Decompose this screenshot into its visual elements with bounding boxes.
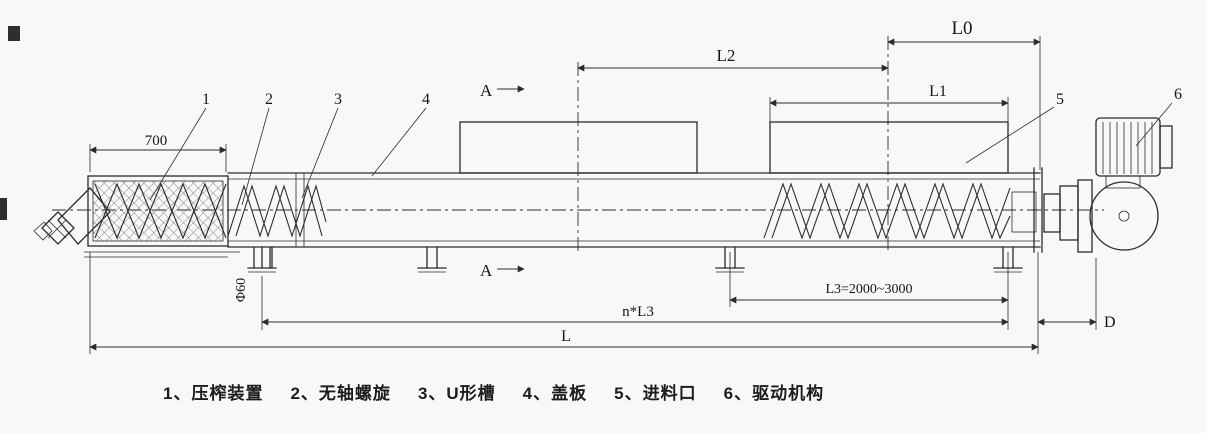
part-callout-3: 3 [301, 91, 342, 199]
discharge-chute-flange [41, 211, 75, 245]
part-callout-1: 1 [149, 91, 210, 201]
legend-item-4: 4、盖板 [522, 384, 588, 403]
dim-l1: L1 [769, 83, 1009, 122]
dim-700-label: 700 [145, 133, 168, 149]
motor-body [1095, 117, 1161, 177]
part-number-4: 4 [422, 91, 430, 108]
press-device [87, 175, 229, 247]
shaft-step [1043, 193, 1061, 233]
gearbox-flange [1077, 179, 1093, 253]
shaftless-screw-left [227, 184, 327, 238]
discharge-chute-body [57, 187, 111, 245]
dim-l1-label: L1 [929, 83, 947, 100]
part-callout-6: 6 [1135, 86, 1182, 147]
part-number-6: 6 [1174, 86, 1182, 103]
dim-nl3: n*L3 [261, 276, 1009, 330]
dim-d: D [1037, 258, 1116, 331]
motor-fins [1102, 122, 1153, 174]
discharge-chute [33, 187, 111, 245]
press-screw-spiral [94, 182, 227, 240]
leader-line [241, 107, 270, 206]
leader-line [301, 107, 339, 199]
support-leg [417, 246, 447, 273]
part-callout-4: 4 [371, 91, 430, 177]
legend-item-2: 2、无轴螺旋 [290, 384, 391, 403]
feed-inlet-box [769, 121, 1009, 174]
dim-700: 700 [89, 133, 227, 172]
dim-nl3-label: n*L3 [622, 304, 654, 320]
dim-l2: L2 [577, 46, 889, 72]
feed-inlet [769, 121, 1009, 174]
discharge-end-cap [33, 221, 53, 241]
leader-line [149, 107, 207, 201]
screw-end-bearing-block [1011, 191, 1037, 233]
dim-l: L [89, 252, 1039, 354]
cover-plate [459, 121, 698, 174]
leader-line [1135, 102, 1173, 147]
flange-cross-line [47, 219, 67, 239]
section-marker-a-bottom: A [480, 261, 525, 280]
dim-l0-label: L0 [951, 18, 972, 39]
legend-item-5: 5、进料口 [614, 384, 697, 403]
shaftless-screw-right [763, 182, 1037, 240]
part-number-3: 3 [334, 91, 342, 108]
press-screw-spiral [94, 182, 227, 240]
part-number-5: 5 [1056, 91, 1064, 108]
motor-end-cap [1159, 125, 1173, 169]
shaft-step [1059, 185, 1079, 241]
dim-d-label: D [1104, 314, 1116, 331]
scan-artifact [8, 26, 20, 41]
dim-l-label: L [561, 328, 571, 345]
press-device-outline [87, 175, 229, 247]
part-callout-2: 2 [241, 91, 273, 206]
section-a-bottom-label: A [480, 261, 493, 280]
legend-item-3: 3、U形槽 [417, 384, 496, 403]
part-number-2: 2 [265, 91, 273, 108]
part-number-1: 1 [202, 91, 210, 108]
section-marker-a-top: A [480, 81, 525, 100]
drive-mechanism [1043, 117, 1173, 253]
legend-item-1: 1、压榨装置 [163, 384, 264, 403]
screw-spiral-path [763, 182, 1011, 240]
dim-l2-label: L2 [717, 46, 736, 65]
leader-line [965, 106, 1055, 164]
legend: 1、压榨装置 2、无轴螺旋 3、U形槽 4、盖板 5、进料口 6、驱动机构 [163, 379, 824, 404]
gearbox-shaft-circle [1118, 210, 1130, 222]
dim-l0: L0 [887, 18, 1041, 170]
screw-spiral-path [227, 184, 323, 238]
part-callout-5: 5 [965, 91, 1064, 164]
dim-l3-label: L3=2000~3000 [825, 282, 912, 297]
dim-l3: L3=2000~3000 [729, 252, 1009, 330]
support-leg [261, 246, 273, 269]
legend-item-6: 6、驱动机构 [723, 384, 825, 403]
scan-artifact [0, 198, 7, 220]
gearbox-housing-circle [1089, 181, 1159, 251]
dim-phi60: Φ60 [234, 278, 249, 302]
dim-phi60-label: Φ60 [234, 278, 249, 302]
screw-spiral-path [771, 182, 1011, 240]
leader-line [371, 107, 427, 177]
cover-plate-box [459, 121, 698, 174]
section-a-top-label: A [480, 81, 493, 100]
screw-spiral-path [235, 184, 327, 238]
